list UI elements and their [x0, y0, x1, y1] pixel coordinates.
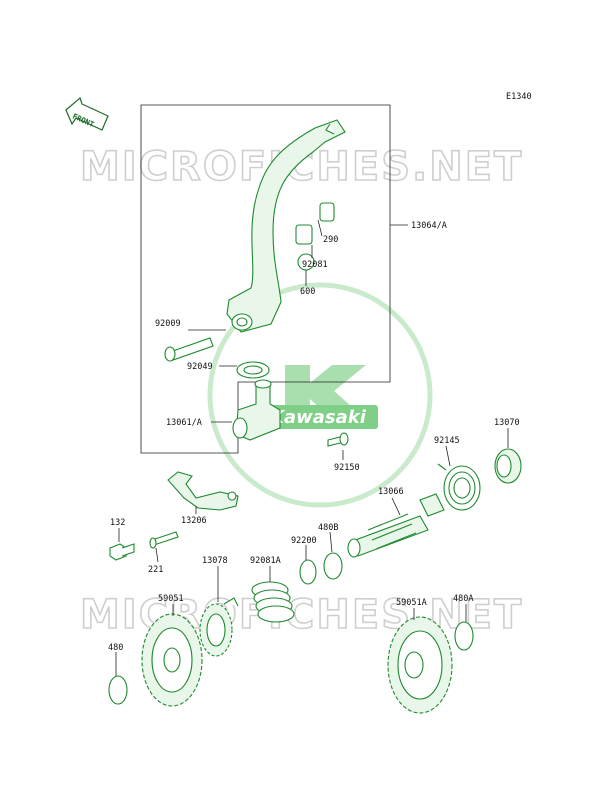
- kick-boss-13061a: [232, 379, 281, 441]
- gear-59051a: [387, 616, 453, 714]
- circlip-480a: [454, 621, 474, 651]
- label-13206: 13206: [181, 516, 207, 526]
- label-92081: 92081: [302, 260, 328, 270]
- label-92200: 92200: [291, 536, 317, 546]
- leader-lines: [115, 219, 509, 676]
- label-480b: 480B: [318, 523, 338, 533]
- label-92049: 92049: [187, 362, 213, 372]
- diagram-code: E1340: [506, 92, 532, 102]
- label-92009: 92009: [155, 319, 181, 329]
- label-92150: 92150: [334, 463, 360, 473]
- kawasaki-logo: Kawasaki: [207, 282, 433, 508]
- spring-92145: [437, 463, 481, 511]
- label-480a: 480A: [453, 594, 473, 604]
- kick-shaft-13066: [347, 493, 445, 558]
- label-290: 290: [323, 235, 338, 245]
- label-132: 132: [110, 518, 125, 528]
- kawasaki-logo-text: Kawasaki: [270, 407, 367, 428]
- circlip-480: [108, 675, 128, 705]
- label-13064a: 13064/A: [411, 221, 447, 231]
- label-13066: 13066: [378, 487, 404, 497]
- label-92145: 92145: [434, 436, 460, 446]
- guide-13206: [167, 471, 239, 511]
- front-arrow-icon: FRONT: [65, 96, 109, 131]
- label-59051: 59051: [158, 594, 184, 604]
- washer-92200: [299, 559, 317, 585]
- collar-13070: [494, 448, 522, 484]
- label-13070: 13070: [494, 418, 520, 428]
- spring-290: [319, 202, 335, 222]
- collar-92049: [236, 361, 270, 379]
- label-13078: 13078: [202, 556, 228, 566]
- label-92081a: 92081A: [250, 556, 281, 566]
- label-221: 221: [148, 565, 163, 575]
- gear-59051: [141, 613, 203, 707]
- spring-92081a: [251, 581, 295, 623]
- bolt-92150: [327, 432, 349, 447]
- label-600: 600: [300, 287, 315, 297]
- assembly-outline: [140, 104, 391, 454]
- pin-221: [149, 531, 179, 549]
- kick-pedal-lever: [226, 119, 346, 333]
- circlip-480b: [323, 552, 343, 580]
- bolt-92009: [164, 337, 214, 362]
- ratchet-gear-13078: [199, 597, 239, 657]
- label-13061a: 13061/A: [166, 418, 202, 428]
- label-59051a: 59051A: [396, 598, 427, 608]
- label-480: 480: [108, 643, 123, 653]
- spring-92081: [295, 224, 313, 245]
- bolt-132: [109, 543, 135, 561]
